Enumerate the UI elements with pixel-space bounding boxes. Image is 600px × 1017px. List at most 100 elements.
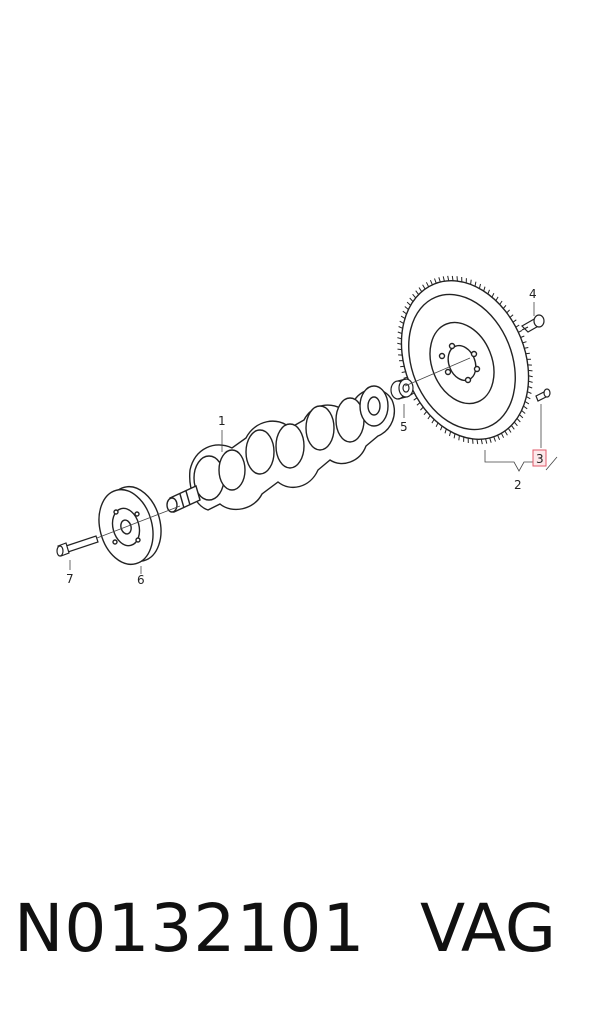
- crankshaft-web: [245, 429, 275, 475]
- flywheel-tooth: [480, 439, 483, 445]
- flywheel: [397, 275, 533, 445]
- flywheel-tooth: [527, 386, 533, 389]
- flywheel-tooth: [449, 431, 452, 437]
- flywheel-tooth: [524, 347, 529, 349]
- flywheel-tooth: [478, 283, 481, 289]
- flywheel-bolt-hole: [444, 368, 452, 376]
- crankshaft-web: [218, 449, 246, 491]
- flywheel-tooth: [513, 421, 518, 427]
- flywheel-tooth: [504, 430, 508, 436]
- part-number: N0132101: [14, 890, 366, 967]
- flywheel-teeth: [397, 275, 533, 445]
- dowel-pin: [535, 388, 551, 402]
- flywheel-tooth: [493, 436, 496, 442]
- flywheel-tooth: [397, 331, 403, 334]
- flywheel-tooth: [515, 324, 520, 328]
- flywheel-tooth: [402, 310, 407, 315]
- flywheel-tooth: [520, 335, 525, 338]
- flywheel-tooth: [412, 293, 417, 299]
- flywheel-tooth: [425, 282, 430, 287]
- flywheel-tooth: [512, 319, 517, 323]
- flywheel-tooth: [495, 296, 499, 301]
- flywheel-tooth: [420, 406, 424, 411]
- crankshaft-web: [305, 405, 335, 451]
- flywheel-tooth: [453, 433, 456, 439]
- flywheel-tooth: [397, 342, 402, 345]
- flywheel-tooth: [528, 369, 533, 372]
- flywheel-tooth: [401, 371, 406, 373]
- flywheel-tooth: [502, 304, 507, 309]
- callout-3-highlight: [532, 449, 547, 467]
- flywheel-tooth: [506, 309, 510, 314]
- flywheel-tooth: [422, 284, 426, 290]
- flywheel-bolt-hole: [438, 352, 446, 360]
- crankshaft: [166, 385, 396, 513]
- flywheel-tooth: [521, 410, 526, 414]
- flywheel-tooth: [415, 290, 420, 295]
- flywheel-tooth: [483, 286, 486, 292]
- flywheel-tooth: [499, 300, 503, 305]
- flywheel-tooth: [474, 281, 477, 287]
- flywheel-tooth: [403, 376, 408, 379]
- flywheel-tooth: [416, 402, 421, 406]
- flywheel-tooth: [509, 314, 514, 318]
- flywheel-tooth: [500, 433, 505, 438]
- flywheel-tooth: [447, 275, 450, 281]
- flywheel-tooth: [526, 396, 531, 400]
- flywheel-tooth: [507, 428, 512, 433]
- flywheel-tooth: [510, 425, 515, 430]
- flywheel-tooth: [519, 414, 524, 419]
- flywheel-tooth: [444, 428, 447, 434]
- callout-6: 6: [137, 573, 145, 587]
- flywheel-tooth: [497, 435, 501, 440]
- flywheel-tooth: [470, 279, 472, 285]
- flywheel-tooth: [525, 352, 530, 355]
- flywheel-tooth: [528, 380, 533, 383]
- flywheel-tooth: [399, 320, 404, 324]
- flywheel-tooth: [429, 280, 433, 285]
- flywheel-tooth: [485, 438, 488, 444]
- flywheel-tooth: [418, 287, 423, 292]
- flywheel-tooth: [423, 411, 428, 416]
- flywheel-tooth: [440, 425, 443, 431]
- flywheel-tooth: [404, 306, 409, 310]
- flywheel-tooth: [522, 341, 527, 344]
- flywheel-tooth: [400, 315, 406, 319]
- flywheel-bolt-hole: [470, 350, 478, 358]
- flywheel-tooth: [527, 391, 532, 394]
- flywheel-tooth: [489, 437, 492, 443]
- flywheel-tooth: [491, 292, 495, 298]
- flywheel-bolt-hole: [473, 365, 481, 373]
- flywheel-tooth: [516, 418, 521, 423]
- flywheel-tooth: [523, 405, 528, 410]
- flywheel-tooth: [434, 278, 437, 284]
- flywheel-tooth: [476, 439, 479, 445]
- flywheel-tooth: [431, 419, 435, 424]
- flywheel-tooth: [438, 277, 441, 283]
- flywheel-tooth: [518, 330, 523, 333]
- flywheel-tooth: [406, 301, 411, 306]
- flywheel-tooth: [427, 415, 431, 420]
- needle-bearing: [390, 378, 414, 400]
- brand-label: VAG: [420, 890, 557, 967]
- callout-4: 4: [529, 287, 537, 301]
- flywheel-tooth: [400, 365, 405, 368]
- flywheel-tooth: [435, 422, 439, 428]
- callout-3: 3: [536, 452, 544, 466]
- flywheel-tooth: [397, 337, 402, 340]
- flywheel-tooth: [413, 397, 418, 401]
- flywheel-tooth: [409, 297, 414, 302]
- callout-2: 2: [514, 478, 522, 492]
- flywheel-bolt-hole: [464, 376, 472, 384]
- callout-7: 7: [66, 572, 74, 586]
- crankshaft-web: [275, 423, 305, 469]
- crankshaft-flange-bore: [367, 396, 381, 416]
- callout-1: 1: [218, 414, 226, 428]
- flywheel-bolt-hole: [448, 342, 456, 350]
- flywheel-tooth: [524, 401, 530, 405]
- flywheel-tooth: [397, 348, 402, 351]
- flywheel-tooth: [442, 276, 445, 282]
- flywheel-tooth: [458, 435, 460, 441]
- flywheel-tooth: [451, 275, 454, 281]
